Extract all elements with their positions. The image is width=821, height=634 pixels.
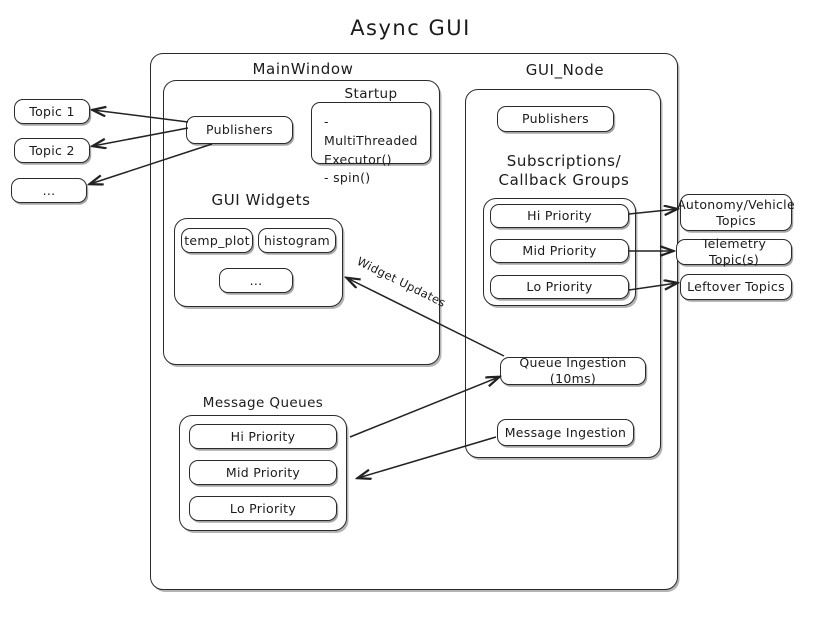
message-queues-label: Message Queues [202, 395, 324, 411]
gui-widget-histogram-label: histogram [263, 232, 331, 248]
left-topic-more-label: ... [42, 182, 56, 198]
gui-node-label: GUI_Node [525, 61, 605, 79]
left-topic-1[interactable]: Topic 1 [14, 99, 90, 124]
message-ingestion-box[interactable]: Message Ingestion [497, 419, 634, 446]
gui-node-publishers-box[interactable]: Publishers [497, 106, 614, 132]
gui-widgets-label: GUI Widgets [211, 191, 311, 209]
page-title: Async GUI [350, 16, 471, 40]
right-topic-autonomy-vehicle-label: Autonomy/Vehicle Topics [677, 196, 795, 228]
gui-widget-histogram[interactable]: histogram [258, 228, 336, 253]
left-topic-2[interactable]: Topic 2 [14, 138, 90, 163]
left-topic-2-label: Topic 2 [29, 142, 75, 158]
subscription-mid-priority[interactable]: Mid Priority [490, 239, 629, 263]
startup-label: Startup [344, 86, 398, 102]
right-topic-leftover[interactable]: Leftover Topics [680, 274, 792, 300]
left-topic-more[interactable]: ... [11, 178, 87, 203]
main-window-publishers-label: Publishers [206, 122, 273, 138]
message-ingestion-label: Message Ingestion [504, 424, 627, 440]
main-window-label: MainWindow [252, 60, 354, 78]
right-topic-telemetry[interactable]: Telemetry Topic(s) [676, 236, 792, 267]
gui-widget-temp-plot[interactable]: temp_plot [181, 228, 253, 253]
gui-widget-temp-plot-label: temp_plot [184, 232, 250, 248]
gui-widget-more[interactable]: ... [219, 268, 293, 293]
queue-ingestion-label: Queue Ingestion (10ms) [519, 355, 627, 386]
message-queue-mid-priority-label: Mid Priority [225, 464, 301, 480]
left-topic-1-label: Topic 1 [29, 103, 75, 119]
queue-ingestion-box[interactable]: Queue Ingestion (10ms) [500, 355, 646, 386]
subscription-lo-priority-label: Lo Priority [526, 279, 593, 295]
right-topic-telemetry-label: Telemetry Topic(s) [701, 236, 767, 267]
right-topic-autonomy-vehicle[interactable]: Autonomy/Vehicle Topics [677, 194, 795, 231]
message-queue-lo-priority[interactable]: Lo Priority [189, 496, 337, 521]
gui-widget-more-label: ... [249, 272, 263, 288]
main-window-publishers-box[interactable]: Publishers [186, 116, 293, 144]
message-queue-mid-priority[interactable]: Mid Priority [189, 460, 337, 485]
gui-node-publishers-label: Publishers [522, 111, 589, 127]
message-queue-hi-priority-label: Hi Priority [230, 428, 296, 444]
subscriptions-label: Subscriptions/ Callback Groups [498, 152, 630, 189]
subscription-hi-priority-label: Hi Priority [527, 208, 592, 224]
subscription-mid-priority-label: Mid Priority [522, 243, 597, 259]
startup-lines: - MultiThreaded Executor() - spin() [324, 114, 418, 186]
subscription-lo-priority[interactable]: Lo Priority [490, 275, 629, 299]
startup-box[interactable]: - MultiThreaded Executor() - spin() [311, 102, 431, 185]
message-queue-lo-priority-label: Lo Priority [229, 500, 297, 516]
subscription-hi-priority[interactable]: Hi Priority [490, 204, 629, 228]
message-queue-hi-priority[interactable]: Hi Priority [189, 424, 337, 449]
right-topic-leftover-label: Leftover Topics [687, 279, 785, 295]
